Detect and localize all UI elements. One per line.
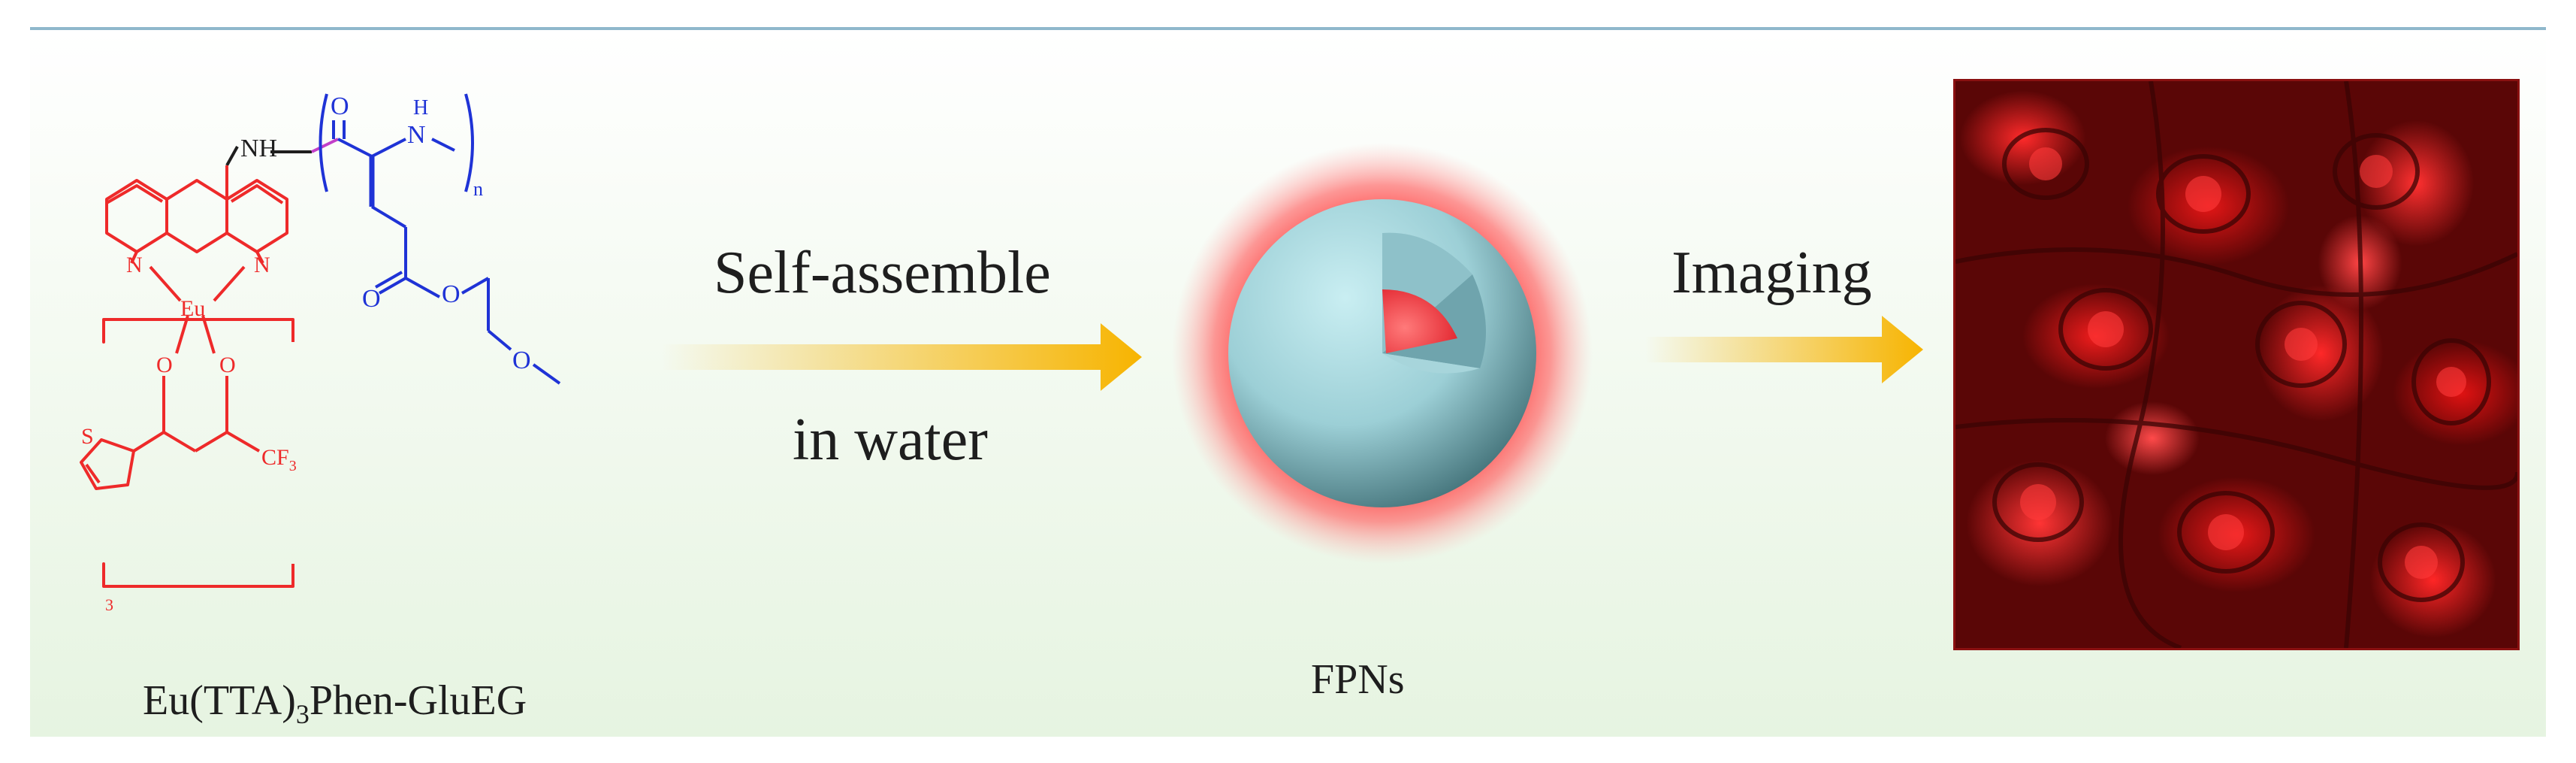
n-subscript: n: [473, 178, 483, 200]
in-water-label: in water: [793, 407, 988, 473]
s-thio-label: S: [81, 424, 94, 449]
self-assemble-arrow: [661, 323, 1142, 391]
o-carbonyl-label: O: [331, 92, 349, 120]
o-tta1-label: O: [156, 353, 173, 377]
caption-center: FPNs: [1311, 656, 1405, 703]
cf3-subscript: 3: [289, 458, 297, 474]
fpn-nanoparticle: [1172, 143, 1593, 564]
imaging-label: Imaging: [1672, 240, 1872, 306]
nh-label: NH: [240, 135, 277, 162]
eu-label: Eu: [180, 296, 205, 321]
n-amide-label: N: [407, 121, 426, 149]
fluorescence-cell-image: [1953, 79, 2520, 650]
imaging-arrow: [1645, 316, 1923, 383]
self-assemble-label: Self-assemble: [714, 240, 1051, 306]
n-right-label: N: [254, 253, 270, 277]
h-label: H: [413, 96, 428, 120]
bracket-subscript: 3: [105, 595, 113, 614]
o-methoxy-label: O: [512, 347, 531, 374]
caption-left: Eu(TTA)3Phen-GluEG: [143, 677, 527, 730]
o-ester1-label: O: [362, 285, 381, 313]
n-left-label: N: [126, 253, 143, 277]
molecule-structure: NH O H N n O O O N N: [80, 92, 561, 614]
cf3-label: CF: [261, 445, 289, 470]
svg-text:CF3: CF3: [261, 445, 297, 474]
o-tta2-label: O: [219, 353, 236, 377]
o-ester2-label: O: [442, 280, 461, 308]
